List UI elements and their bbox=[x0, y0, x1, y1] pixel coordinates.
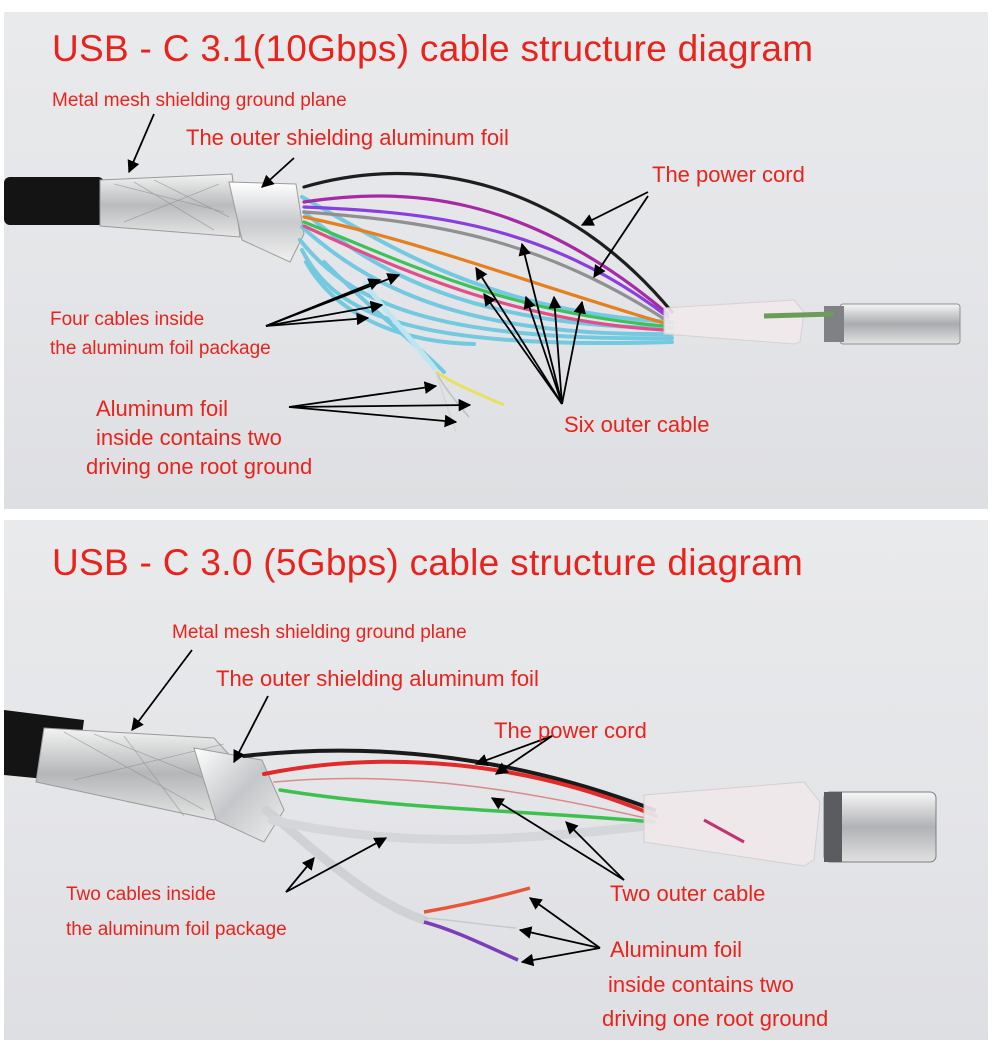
usb30-arrows bbox=[131, 649, 625, 967]
label-inner-foil-2: inside contains two bbox=[608, 972, 794, 997]
usb31-title: USB - C 3.1(10Gbps) cable structure diag… bbox=[52, 28, 814, 69]
foil-cable-b bbox=[267, 815, 659, 844]
usb30-title: USB - C 3.0 (5Gbps) cable structure diag… bbox=[52, 542, 804, 583]
label-two-outer: Two outer cable bbox=[610, 881, 766, 906]
plug-overmold bbox=[663, 299, 805, 345]
outer-cables bbox=[242, 748, 658, 824]
outer-foil bbox=[193, 747, 285, 843]
inner-wire-bare bbox=[423, 917, 517, 929]
usb30-panel: USB - C 3.0 (5Gbps) cable structure diag… bbox=[4, 520, 988, 1040]
label-four-cables-1: Four cables inside bbox=[50, 309, 205, 330]
label-inner-foil-3: driving one root ground bbox=[602, 1006, 829, 1031]
label-inner-foil-3: driving one root ground bbox=[86, 454, 313, 479]
label-outer-foil: The outer shielding aluminum foil bbox=[186, 125, 509, 150]
plug-overmold bbox=[643, 781, 821, 867]
label-power-cord: The power cord bbox=[652, 162, 805, 187]
outer-foil bbox=[228, 181, 305, 263]
label-metal-mesh: Metal mesh shielding ground plane bbox=[52, 90, 347, 111]
label-six-outer: Six outer cable bbox=[564, 412, 710, 437]
black-jacket bbox=[4, 177, 104, 225]
label-power-cord: The power cord bbox=[494, 718, 647, 743]
inner-wire-purple bbox=[423, 920, 519, 962]
label-metal-mesh: Metal mesh shielding ground plane bbox=[172, 622, 467, 643]
inner-wire-orange bbox=[423, 886, 531, 914]
label-outer-foil: The outer shielding aluminum foil bbox=[216, 666, 539, 691]
usb31-arrows bbox=[127, 113, 649, 428]
label-four-cables-2: the aluminum foil package bbox=[50, 338, 271, 359]
usb31-panel: USB - C 3.1(10Gbps) cable structure diag… bbox=[4, 12, 988, 509]
label-inner-foil-1: Aluminum foil bbox=[610, 937, 743, 962]
label-inner-foil-2: inside contains two bbox=[96, 425, 282, 450]
label-two-cables-1: Two cables inside bbox=[66, 884, 216, 905]
outer-cables bbox=[302, 171, 674, 332]
inner-wire-yellow bbox=[435, 370, 505, 407]
label-two-cables-2: the aluminum foil package bbox=[66, 919, 287, 940]
usb31-cable-illustration bbox=[4, 113, 961, 433]
metal-mesh bbox=[99, 173, 241, 238]
usb30-cable-illustration bbox=[4, 649, 937, 967]
plug-metal-sleeve bbox=[839, 303, 961, 345]
label-inner-foil-1: Aluminum foil bbox=[96, 396, 229, 421]
inner-wire-bare-a bbox=[435, 371, 470, 418]
